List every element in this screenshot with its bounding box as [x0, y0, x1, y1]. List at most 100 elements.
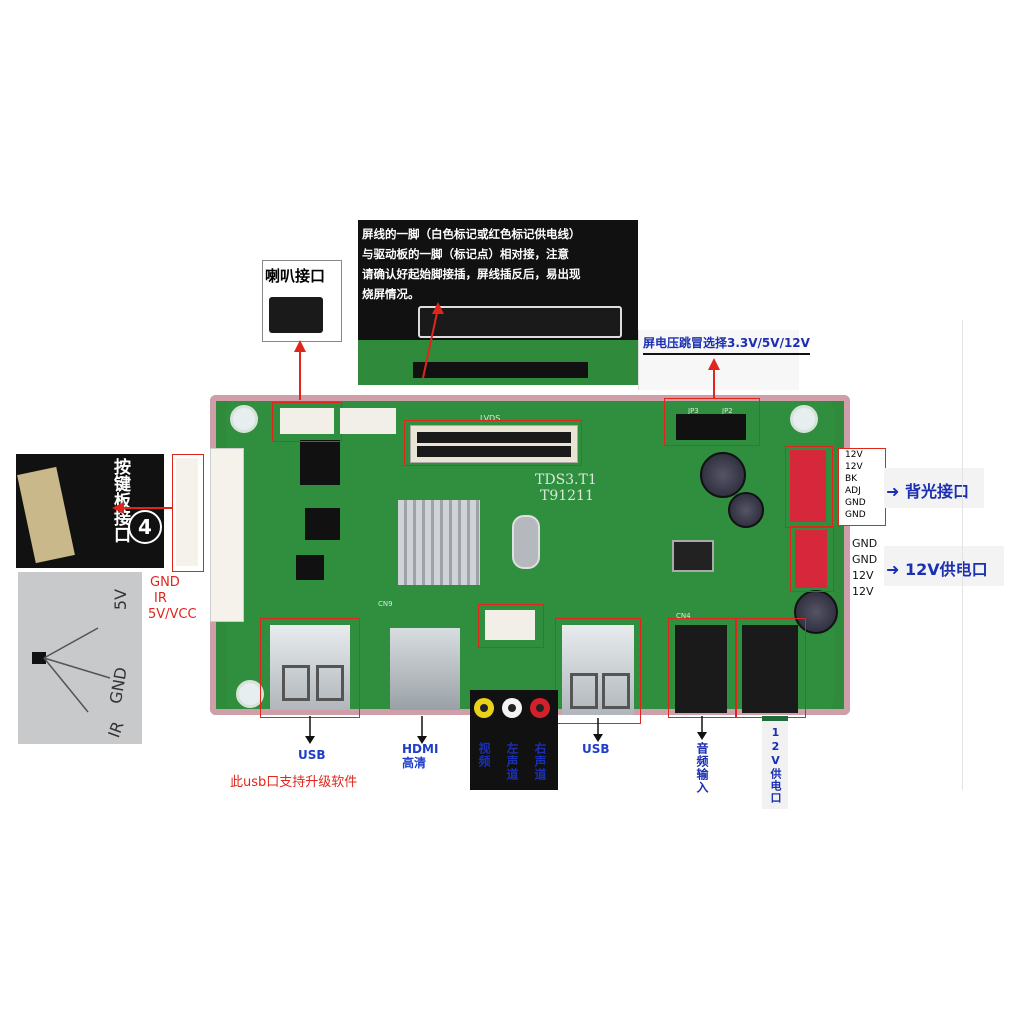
heatsink: [398, 500, 480, 585]
power-highlight: [790, 526, 834, 592]
ir-pin-label: GND: [150, 575, 180, 590]
lvds-highlight: [404, 420, 582, 466]
audio-jack: [675, 625, 727, 713]
keypad-number: 4: [128, 510, 162, 544]
ir-photo-label: 5V: [111, 588, 131, 611]
keypad-label: 按键板接口: [110, 458, 130, 543]
power-pin: 12V: [852, 569, 874, 582]
screen-note-line: 与驱动板的一脚（标记点）相对接，注意: [362, 247, 569, 261]
usb-left-arrow: [305, 716, 315, 744]
mount-hole: [790, 405, 818, 433]
voltage-jumper-highlight: [664, 398, 760, 446]
jp2-mark: JP2: [722, 407, 733, 415]
jp3-mark: JP3: [688, 407, 699, 415]
side-connector: [210, 448, 244, 622]
regulator: [672, 540, 714, 572]
lvds-connector: [410, 425, 578, 463]
usb-port-right: [562, 625, 634, 715]
speaker-label: 喇叭接口: [265, 267, 326, 285]
ir-pin-label: 5V/VCC: [148, 607, 197, 622]
hdmi-label: HDMI 高清: [402, 742, 439, 770]
screen-note-line: 屏线的一脚（白色标记或红色标记供电线）: [362, 227, 581, 241]
capacitor: [728, 492, 764, 528]
backlight-highlight: [785, 446, 833, 528]
power-pin-list: GND GND 12V 12V: [852, 536, 877, 600]
backlight-pin: 12V: [845, 450, 863, 460]
keypad-highlight: [172, 454, 204, 572]
audio-in-label: 音频输入: [695, 742, 709, 794]
keypad-panel: 按键板接口 4: [16, 454, 164, 568]
av-connector: [485, 610, 535, 640]
power-jack: [742, 625, 798, 713]
voltage-arrow: [708, 358, 720, 398]
screen-note-line: 请确认好起始脚接插，屏线插反后，易出现: [362, 267, 581, 281]
mount-hole: [236, 680, 264, 708]
capacitor: [794, 590, 838, 634]
cn9-mark: CN9: [378, 600, 393, 608]
power-jack-highlight: [736, 618, 806, 718]
lvds-mark: LVDS: [480, 414, 501, 423]
backlight-pin-list: 12V 12V BK ADJ GND GND: [838, 448, 886, 526]
power-label-panel: ➜ 12V供电口: [884, 546, 1004, 586]
speaker-connector-highlight: [272, 402, 342, 442]
voltage-panel: 屏电压跳冒选择3.3V/5V/12V: [638, 330, 810, 390]
backlight-pin: GND: [845, 498, 866, 508]
rca-jacks: [470, 690, 558, 790]
backlight-connector: [790, 450, 826, 522]
left-channel-label: 左声道: [505, 742, 519, 781]
board-model-1: TDS3.T1: [535, 472, 597, 488]
speaker-panel: 喇叭接口: [262, 260, 342, 342]
audio-highlight: [668, 618, 736, 718]
usb-left-highlight: [260, 618, 360, 718]
lvds-cable-plug: [418, 306, 622, 338]
chip: [300, 440, 340, 485]
capacitor: [700, 452, 746, 498]
usb-port-left: [270, 625, 350, 710]
voltage-jumper: [676, 414, 746, 440]
right-channel-label: 右声道: [533, 742, 547, 781]
hdmi-port: [390, 628, 460, 710]
keypad-arrow: [112, 502, 172, 514]
power-label: 12V供电口: [904, 560, 988, 579]
screen-note-panel: 屏线的一脚（白色标记或红色标记供电线） 与驱动板的一脚（标记点）相对接，注意 请…: [358, 220, 638, 340]
backlight-label-panel: ➜ 背光接口: [884, 468, 984, 508]
hdmi-arrow: [417, 716, 427, 744]
usb-right-label: USB: [582, 742, 610, 756]
chip: [305, 508, 340, 540]
crystal: [512, 515, 540, 569]
av-highlight: [478, 604, 544, 648]
video-label: 视频: [477, 742, 491, 768]
power-connector: [795, 530, 827, 588]
speaker-arrow: [294, 340, 306, 400]
backlight-label: 背光接口: [904, 482, 969, 501]
power-pin: 12V: [852, 585, 874, 598]
power12v-bottom-label: 12V供电口: [769, 726, 782, 804]
power-pin: GND: [852, 553, 878, 566]
power12v-bottom-panel: [762, 716, 788, 809]
lvds-photo-strip: [358, 340, 638, 385]
backlight-pin: BK: [845, 474, 858, 484]
usb-right-arrow: [593, 718, 603, 742]
chip: [296, 555, 324, 580]
speaker-icon: [269, 297, 323, 333]
backlight-pin: ADJ: [845, 486, 861, 496]
lvds-pointer-arrow: [422, 302, 444, 379]
cn4-mark: CN4: [676, 612, 691, 620]
divider: [962, 320, 963, 790]
power-pin: GND: [852, 537, 878, 550]
backlight-pin: GND: [845, 510, 866, 520]
usb-upgrade-note: 此usb口支持升级软件: [230, 775, 358, 790]
mount-hole: [230, 405, 258, 433]
usb-right-highlight: [555, 618, 641, 724]
screen-note-line: 烧屏情况。: [362, 287, 420, 301]
voltage-label: 屏电压跳冒选择3.3V/5V/12V: [643, 334, 810, 355]
connector: [340, 408, 396, 434]
usb-left-label: USB: [298, 748, 326, 762]
ir-receiver-photo: 5V GND IR: [18, 572, 142, 744]
keypad-connector: [176, 458, 198, 566]
backlight-pin: 12V: [845, 462, 863, 472]
speaker-connector: [280, 408, 334, 434]
audio-arrow: [697, 716, 707, 740]
ir-pin-label: IR: [154, 591, 167, 606]
board-model-2: T91211: [540, 488, 594, 504]
